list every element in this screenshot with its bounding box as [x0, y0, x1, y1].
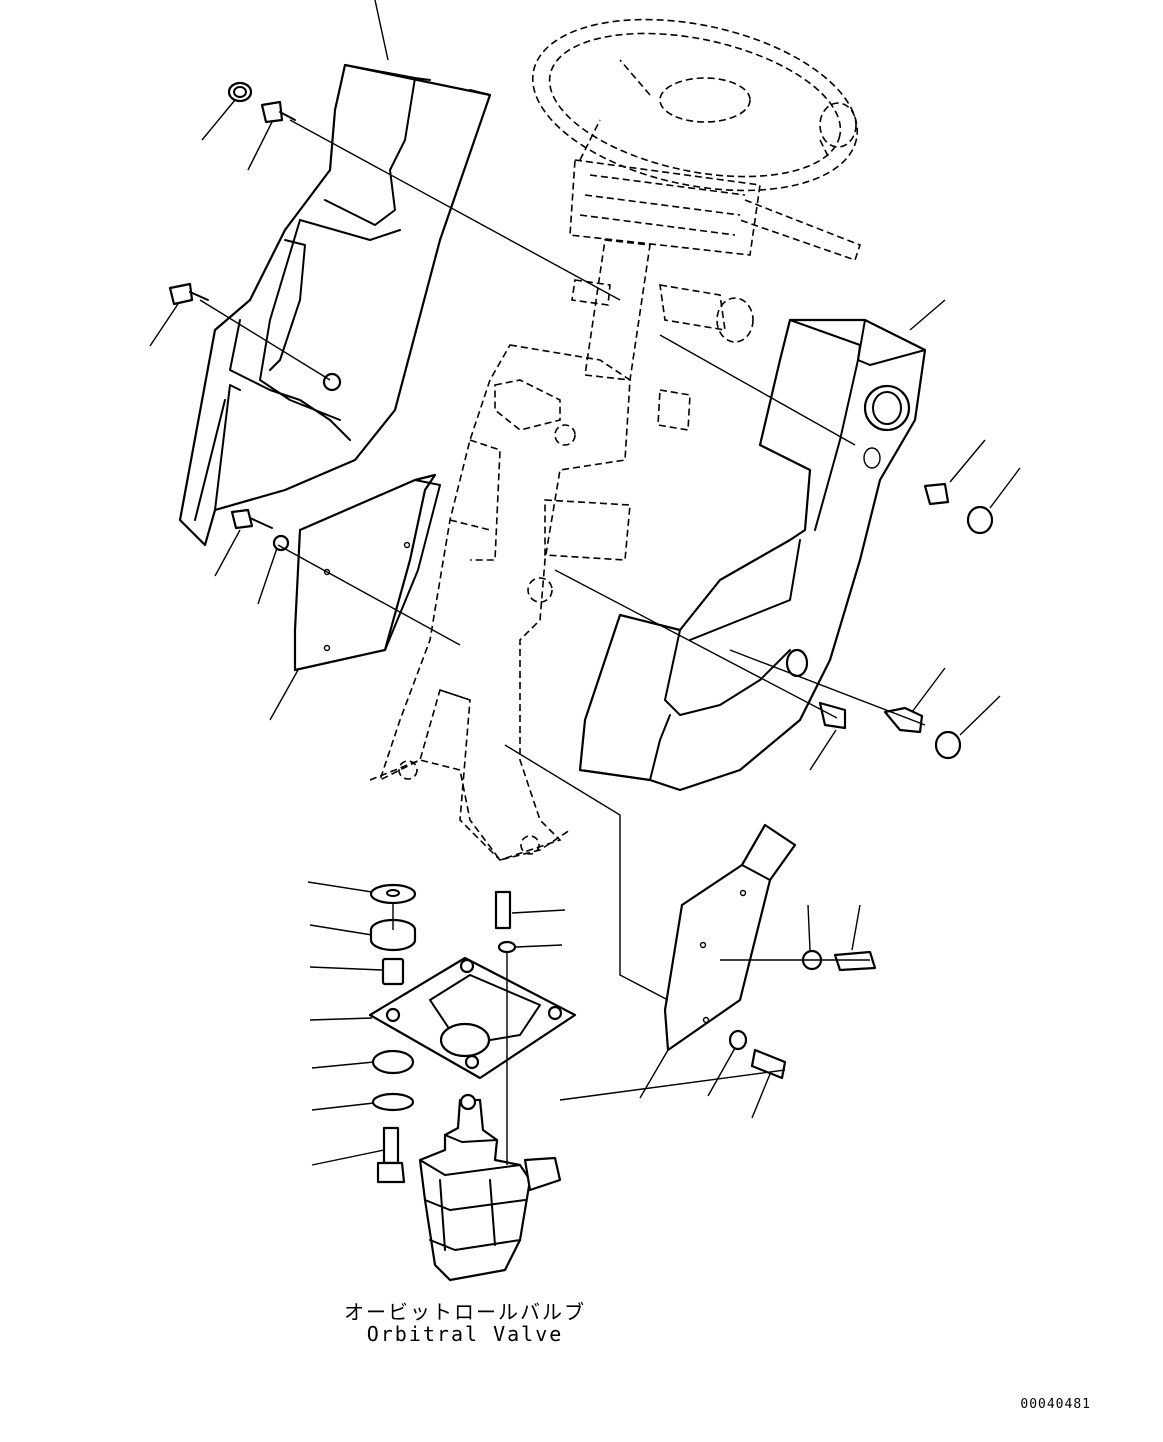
caption-english: Orbitral Valve	[366, 1322, 564, 1346]
caption-japanese: オービットロールバルブ	[344, 1300, 586, 1324]
drawing-number: 00040481	[1020, 1397, 1091, 1412]
hardware-icon	[168, 81, 994, 1184]
steering-wheel-icon	[531, 18, 861, 262]
right-lower-plate-icon	[663, 823, 797, 1052]
orbitrol-valve-icon	[418, 1093, 562, 1282]
steering-column-icon	[369, 239, 754, 861]
mounting-plate-icon	[368, 956, 577, 1080]
left-column-cover-icon	[178, 63, 492, 547]
left-lower-plate-icon	[293, 473, 441, 672]
right-column-cover-icon	[578, 318, 927, 792]
leader-lines	[149, 0, 1021, 1166]
